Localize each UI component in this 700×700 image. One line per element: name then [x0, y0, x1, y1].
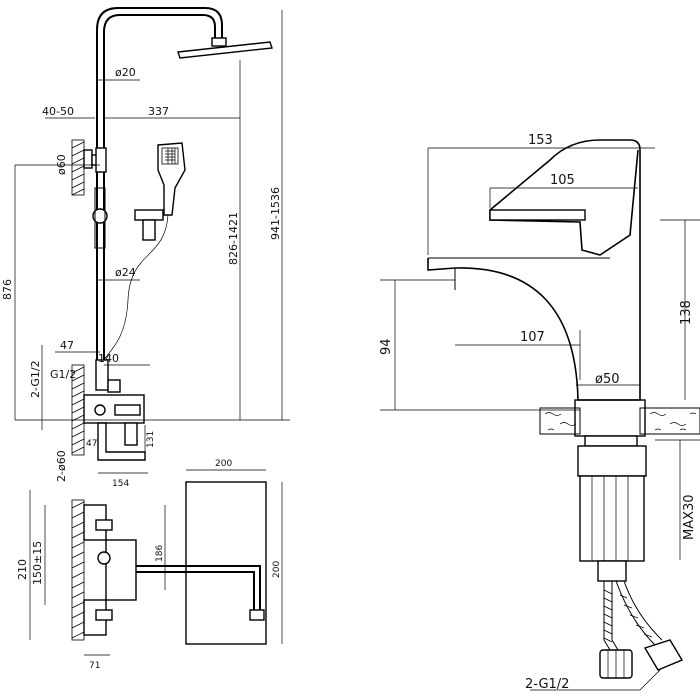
braided-hoses	[599, 580, 684, 679]
dim-flange: 2-ø60	[55, 450, 68, 482]
bath-mixer-body	[83, 359, 146, 461]
shower-dimension-labels: ø20 40-50 337 ø60 876 826-1421 941-1536 …	[1, 66, 282, 671]
wall-hatch-top	[71, 139, 85, 196]
dim-thread-b: 2-G1/2	[29, 360, 42, 398]
basin-faucet: 153 105 138 94 107 ø50 MAX30 2-G1/2	[379, 133, 700, 692]
dim-138: 138	[679, 300, 694, 325]
dim-47b: 47	[86, 439, 97, 449]
riser-pipe	[96, 7, 223, 360]
dim-94: 94	[379, 338, 394, 355]
slide-holder	[92, 187, 108, 249]
dim-131: 131	[146, 431, 156, 448]
dim-154: 154	[112, 479, 129, 489]
mounting-nut	[577, 445, 647, 582]
mixer-plan-view	[71, 481, 267, 645]
dim-pipe-top: ø20	[115, 66, 136, 79]
dim-height-range-1: 826-1421	[227, 212, 240, 265]
dim-150: 150±15	[31, 541, 44, 585]
shower-system: ø20 40-50 337 ø60 876 826-1421 941-1536 …	[1, 7, 290, 671]
dim-140: 140	[98, 352, 119, 365]
faucet-body	[427, 139, 641, 401]
dim-71: 71	[89, 661, 100, 671]
dim-pipe-mid: ø24	[115, 266, 136, 279]
dim-thread: 2-G1/2	[525, 677, 569, 692]
dim-105: 105	[550, 173, 575, 188]
faucet-dimension-labels: 153 105 138 94 107 ø50 MAX30 2-G1/2	[379, 133, 697, 692]
dim-153: 153	[528, 133, 553, 148]
dim-height-range-2: 941-1536	[269, 187, 282, 240]
dim-body-height: 876	[1, 279, 14, 300]
hose	[103, 214, 169, 361]
overhead-shower-head	[177, 37, 273, 59]
dim-head-height: 200	[272, 561, 282, 578]
dim-wall-offset: 40-50	[42, 105, 74, 118]
dim-107: 107	[520, 330, 545, 345]
deck-hatch	[539, 399, 700, 447]
dim-head-width: 200	[215, 459, 232, 469]
dim-50: ø50	[595, 372, 620, 387]
wall-bracket-top	[83, 147, 107, 173]
dim-thread-a: G1/2	[50, 368, 76, 381]
shower-dimension-lines	[14, 10, 290, 656]
hand-shower	[134, 142, 186, 241]
dim-186: 186	[155, 545, 165, 562]
faucet-dimension-lines	[380, 147, 700, 691]
dim-bracket: ø60	[55, 154, 68, 175]
dim-210: 210	[16, 559, 29, 580]
dim-max30: MAX30	[682, 494, 697, 540]
dim-arm-length: 337	[148, 105, 169, 118]
dim-47: 47	[60, 339, 74, 352]
